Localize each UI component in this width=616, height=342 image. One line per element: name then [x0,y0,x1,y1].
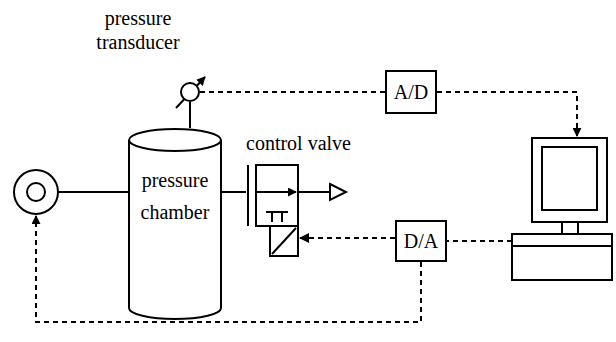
valve-symbol [248,165,346,256]
node-label: pressure transducer [90,6,186,54]
node-label: A/D [394,80,428,104]
converter-box: A/D [385,70,437,114]
monitor-neck [562,222,578,234]
valve-flow-arrow [256,191,296,193]
node-label: control valve [246,131,351,155]
signal-wire [447,240,512,242]
valve-closed-bar [266,211,288,213]
pump-symbol [14,170,58,214]
converter-box: D/A [395,220,447,262]
solenoid-diagonal [272,228,296,254]
valve-closed-stem [281,212,283,222]
exhaust-triangle [330,184,346,200]
computer-base [512,234,612,280]
cylinder-top [129,129,221,151]
signal-connector [200,91,385,93]
pressure-transducer: pressure transducer [180,82,200,102]
signal-wire [437,92,577,136]
pump-outer [14,170,58,214]
solenoid-box [270,226,298,256]
valve-closed-stem [271,212,273,222]
control-valve: control valve [246,165,300,256]
screen [542,147,597,210]
supply-pipe [58,191,128,193]
node-label: D/A [404,229,438,253]
signal-connector [300,237,395,239]
exhaust-pipe [298,191,330,193]
cylinder-outline [128,128,222,320]
computer-symbol [512,138,612,280]
signal-connector [222,191,246,193]
pump-inner [27,183,45,201]
node-label: pressure chamber [128,164,222,228]
signal-wire [36,216,421,322]
base-slot [512,245,612,247]
monitor [532,138,607,222]
pressure-chamber: pressure chamber [128,128,222,320]
cylinder-body [129,140,221,319]
signal-connector [189,102,191,128]
valve-wall [247,165,249,226]
valve-body [256,165,298,226]
